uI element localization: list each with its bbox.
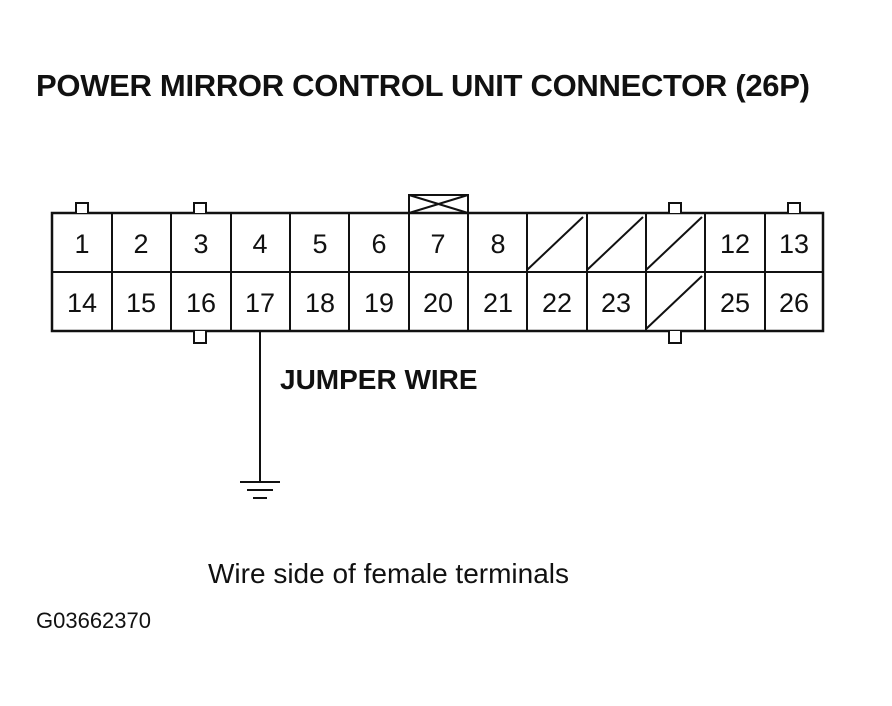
pin-16: 16 <box>186 288 216 318</box>
pin-7: 7 <box>430 229 445 259</box>
pin-17: 17 <box>245 288 275 318</box>
figure-code: G03662370 <box>36 608 151 633</box>
empty-cavities <box>526 216 703 330</box>
pin-26: 26 <box>779 288 809 318</box>
bottom-lock-tabs <box>193 331 682 344</box>
jumper-wire-label: JUMPER WIRE <box>280 364 478 395</box>
pin-4: 4 <box>252 229 267 259</box>
pin-8: 8 <box>490 229 505 259</box>
pin-25: 25 <box>720 288 750 318</box>
pin-6: 6 <box>371 229 386 259</box>
pin-row-top: 1 2 3 4 5 6 7 8 12 13 <box>74 229 809 259</box>
column-dividers <box>111 213 766 331</box>
pin-13: 13 <box>779 229 809 259</box>
pin-row-bottom: 14 15 16 17 18 19 20 21 22 23 25 26 <box>67 288 809 318</box>
connector-key <box>408 194 469 214</box>
pin-20: 20 <box>423 288 453 318</box>
pin-12: 12 <box>720 229 750 259</box>
pin-5: 5 <box>312 229 327 259</box>
pin-1: 1 <box>74 229 89 259</box>
pin-19: 19 <box>364 288 394 318</box>
pin-21: 21 <box>483 288 513 318</box>
pin-3: 3 <box>193 229 208 259</box>
pin-15: 15 <box>126 288 156 318</box>
caption: Wire side of female terminals <box>208 558 570 589</box>
pin-14: 14 <box>67 288 97 318</box>
top-lock-tabs <box>75 202 801 213</box>
pin-18: 18 <box>305 288 335 318</box>
ground-symbol-icon <box>240 481 280 499</box>
pin-23: 23 <box>601 288 631 318</box>
diagram-title: POWER MIRROR CONTROL UNIT CONNECTOR (26P… <box>36 68 810 103</box>
pin-2: 2 <box>133 229 148 259</box>
pin-22: 22 <box>542 288 572 318</box>
